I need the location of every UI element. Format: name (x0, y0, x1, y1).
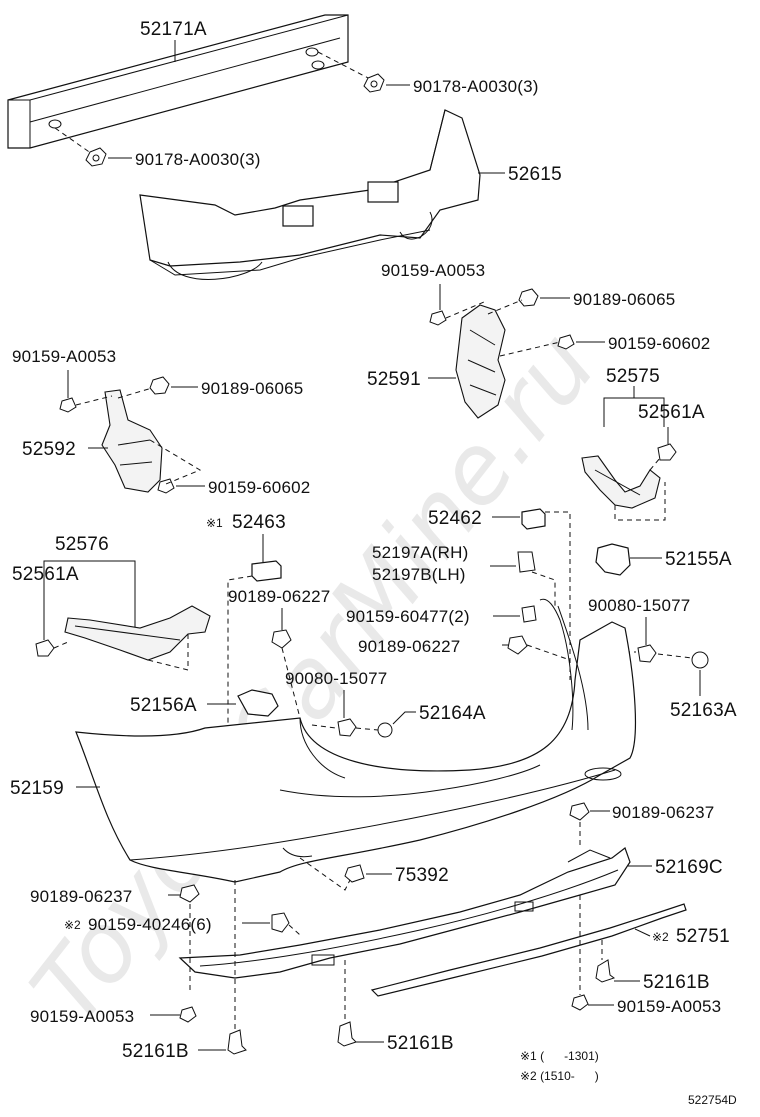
pad-52463[interactable] (251, 560, 282, 582)
label-90159-40246-mark: ※2 (64, 918, 81, 932)
nut-90080-15077-right[interactable] (637, 644, 657, 663)
label-52751: 52751 (676, 926, 730, 947)
part-52159-bumper-cover[interactable] (75, 598, 637, 883)
clip-52161B-right[interactable] (595, 959, 616, 983)
cap-52164A[interactable] (377, 722, 393, 738)
footnote-2: ※2 (1510- ) (520, 1069, 599, 1083)
label-52561A-left: 52561A (12, 564, 79, 585)
label-90080-15077-left: 90080-15077 (285, 669, 387, 688)
part-52575-retainer-right[interactable] (581, 455, 661, 509)
part-52171A-beam[interactable] (7, 14, 349, 149)
clip-52561A-right[interactable] (657, 443, 677, 461)
label-52197B: 52197B(LH) (372, 565, 466, 584)
nut-90178-left[interactable] (85, 147, 107, 167)
label-90159-A0053-left: 90159-A0053 (12, 347, 116, 366)
label-52161B-bottom-left: 52161B (122, 1041, 189, 1062)
nut-90189-06227-right[interactable] (507, 635, 528, 655)
label-90178-left: 90178-A0030(3) (135, 150, 261, 169)
nut-90189-06227-left[interactable] (271, 629, 292, 649)
screw-90159-40246[interactable] (271, 912, 290, 933)
part-52751-molding[interactable] (370, 903, 687, 997)
clip-52156A[interactable] (237, 689, 279, 717)
label-90159-A0053-bottom-left: 90159-A0053 (30, 1007, 134, 1026)
label-90080-15077-right: 90080-15077 (588, 596, 690, 615)
cap-52163A[interactable] (691, 651, 709, 669)
label-52155A: 52155A (665, 549, 732, 570)
nut-90080-15077-left[interactable] (337, 718, 357, 737)
screw-90159-A0053-left[interactable] (59, 397, 77, 413)
label-90189-06237-left: 90189-06237 (30, 887, 132, 906)
screw-90159-A0053-bottom-left[interactable] (179, 1006, 197, 1023)
bracket-52197[interactable] (517, 551, 536, 573)
clip-52161B-bottom-center[interactable] (337, 1021, 357, 1047)
label-90178-top: 90178-A0030(3) (413, 77, 539, 96)
label-52592: 52592 (22, 439, 76, 460)
nut-90178-top[interactable] (363, 73, 385, 93)
label-52615: 52615 (508, 164, 562, 185)
label-52163A: 52163A (670, 700, 737, 721)
screw-90159-A0053-bottom-right[interactable] (571, 994, 589, 1011)
label-52576: 52576 (55, 534, 109, 555)
clip-52161B-bottom-left[interactable] (227, 1029, 247, 1055)
label-52561A-right: 52561A (638, 402, 705, 423)
label-90159-60602-left: 90159-60602 (208, 478, 310, 497)
footnote-1: ※1 ( -1301) (520, 1049, 599, 1063)
nut-90189-06237-right[interactable] (569, 802, 590, 821)
label-90159-60602-right: 90159-60602 (608, 334, 710, 353)
pad-52462[interactable] (521, 508, 546, 530)
label-90189-06065-right: 90189-06065 (573, 290, 675, 309)
label-52161B-bottom-center: 52161B (387, 1033, 454, 1054)
diagram-code: 522754D (688, 1093, 737, 1107)
clip-75392[interactable] (344, 864, 365, 883)
label-90159-A0053-right: 90159-A0053 (381, 261, 485, 280)
clip-52155A[interactable] (595, 543, 631, 576)
label-52156A: 52156A (130, 695, 197, 716)
part-52592-bracket-left[interactable] (101, 389, 163, 493)
label-90159-40246: 90159-40246(6) (88, 915, 212, 934)
part-52169C-lower-cover[interactable] (178, 847, 631, 979)
label-52164A: 52164A (419, 703, 486, 724)
label-52161B-right: 52161B (643, 972, 710, 993)
label-52463: 52463 (232, 512, 286, 533)
label-52171A: 52171A (140, 19, 207, 40)
clip-52561A-left[interactable] (35, 639, 55, 657)
label-90159-60477: 90159-60477(2) (346, 607, 470, 626)
label-52197A: 52197A(RH) (372, 543, 469, 562)
part-52576-retainer-left[interactable] (64, 605, 211, 661)
label-52169C: 52169C (655, 857, 723, 878)
label-52462: 52462 (428, 508, 482, 529)
screw-90159-60602-right[interactable] (557, 334, 575, 350)
label-90189-06237-right: 90189-06237 (612, 803, 714, 822)
label-90189-06227-left: 90189-06227 (228, 587, 330, 606)
part-52591-bracket-right[interactable] (455, 304, 506, 419)
label-52159: 52159 (10, 778, 64, 799)
label-90189-06065-left: 90189-06065 (201, 379, 303, 398)
screw-90159-60602-left[interactable] (157, 478, 175, 494)
label-52591: 52591 (367, 369, 421, 390)
label-52751-mark: ※2 (652, 930, 669, 944)
nut-90189-06237-left[interactable] (179, 884, 200, 903)
label-90189-06227-right: 90189-06227 (358, 637, 460, 656)
part-52615-absorber[interactable] (139, 109, 481, 280)
label-52463-mark: ※1 (206, 516, 223, 530)
label-75392: 75392 (395, 865, 449, 886)
label-90159-A0053-bottom-right: 90159-A0053 (617, 997, 721, 1016)
nut-90189-06065-right[interactable] (518, 288, 539, 307)
screw-90159-60477[interactable] (521, 605, 537, 623)
label-52575: 52575 (606, 366, 660, 387)
screw-90159-A0053-right[interactable] (429, 310, 447, 326)
nut-90189-06065-left[interactable] (149, 376, 170, 395)
